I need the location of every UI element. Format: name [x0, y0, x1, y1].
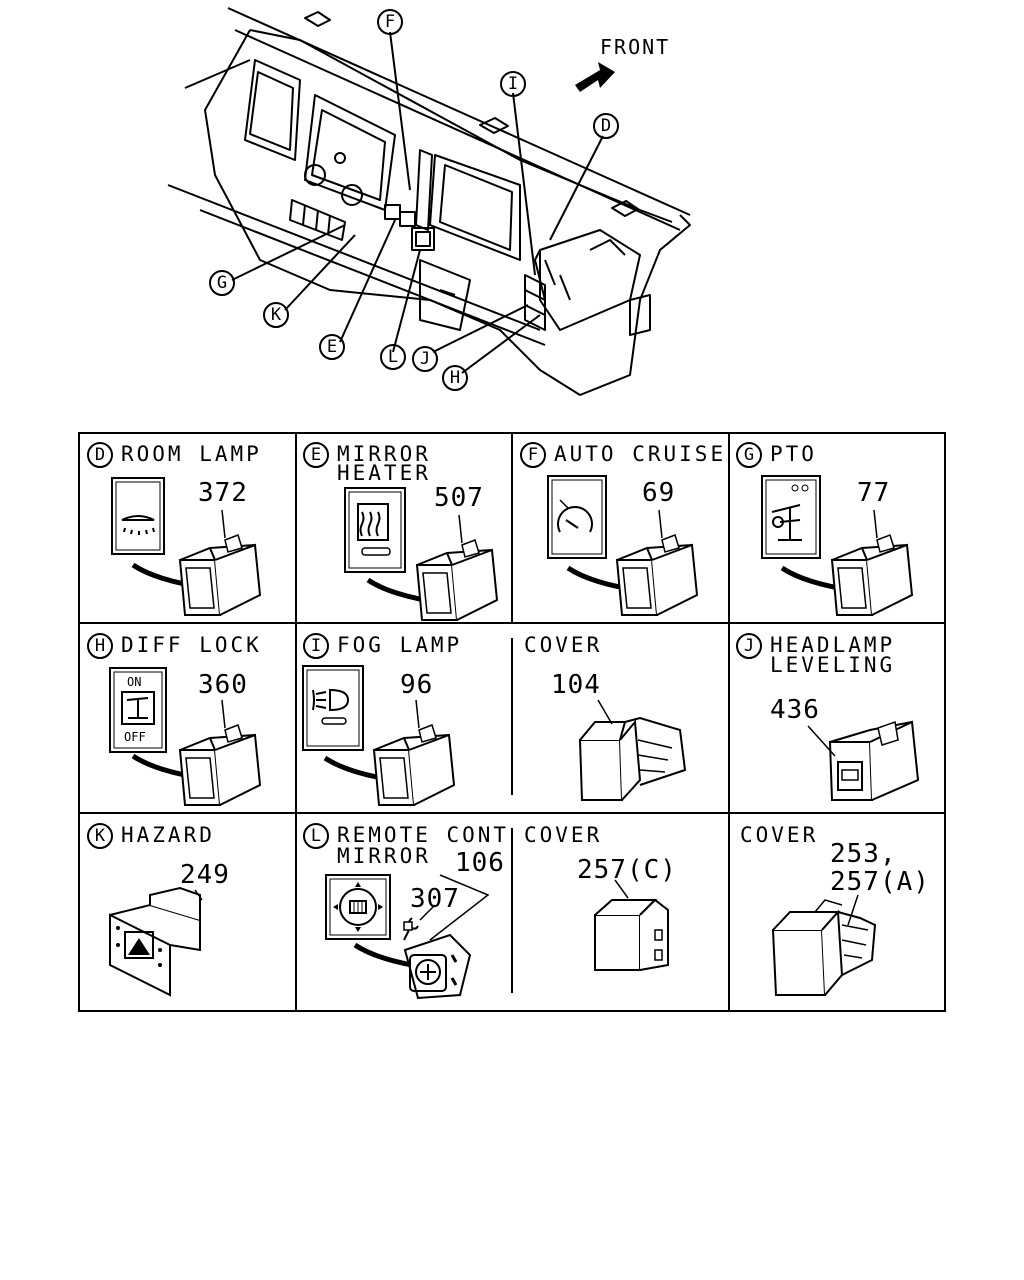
panel-g-title: PTO — [770, 442, 817, 466]
front-label: FRONT — [600, 35, 671, 59]
cover-104-title: COVER — [524, 633, 603, 657]
panel-j-title-1: HEADLAMP — [770, 633, 896, 657]
panel-l-title-2: MIRROR — [337, 844, 431, 868]
part-number-253: 253, — [830, 839, 897, 869]
part-number-106: 106 — [455, 848, 505, 878]
part-number-77: 77 — [857, 478, 891, 508]
part-number-257a: 257(A) — [830, 867, 930, 897]
part-number-307: 307 — [410, 884, 460, 914]
panel-l-title-1: REMOTE CONT — [337, 823, 510, 847]
panel-f-title: AUTO CRUISE — [554, 442, 727, 466]
cover-257c-title: COVER — [524, 823, 603, 847]
panel-d-key: D — [87, 442, 113, 468]
panel-l-key: L — [303, 823, 329, 849]
part-number-507: 507 — [434, 483, 484, 513]
part-number-69: 69 — [642, 478, 676, 508]
callout-f: F — [377, 9, 403, 35]
panel-g-key: G — [736, 442, 762, 468]
panel-k-title: HAZARD — [121, 823, 215, 847]
panel-j-key: J — [736, 633, 762, 659]
panel-i-key: I — [303, 633, 329, 659]
part-number-104: 104 — [551, 670, 601, 700]
part-number-436: 436 — [770, 695, 820, 725]
part-number-360: 360 — [198, 670, 248, 700]
front-arrow-icon — [575, 62, 615, 92]
callout-l: L — [380, 344, 406, 370]
part-number-372: 372 — [198, 478, 248, 508]
callout-g: G — [209, 270, 235, 296]
panel-e-title-2: HEATER — [337, 461, 431, 485]
diff-lock-off-label: OFF — [124, 730, 146, 744]
panel-i-title: FOG LAMP — [337, 633, 463, 657]
cover-253-title: COVER — [740, 823, 819, 847]
callout-j: J — [412, 346, 438, 372]
diff-lock-on-label: ON — [127, 675, 142, 689]
callout-d: D — [593, 113, 619, 139]
callout-i: I — [500, 71, 526, 97]
part-number-96: 96 — [400, 670, 434, 700]
panel-e-title-1: MIRROR — [337, 442, 431, 466]
panel-j-title-2: LEVELING — [770, 653, 896, 677]
callout-e: E — [319, 334, 345, 360]
callout-k: K — [263, 302, 289, 328]
panel-h-key: H — [87, 633, 113, 659]
panel-d-title: ROOM LAMP — [121, 442, 262, 466]
panel-f-key: F — [520, 442, 546, 468]
callout-h: H — [442, 365, 468, 391]
panel-e-key: E — [303, 442, 329, 468]
part-number-257c: 257(C) — [577, 855, 677, 885]
panel-h-title: DIFF LOCK — [121, 633, 262, 657]
part-number-249: 249 — [180, 860, 230, 890]
panel-k-key: K — [87, 823, 113, 849]
